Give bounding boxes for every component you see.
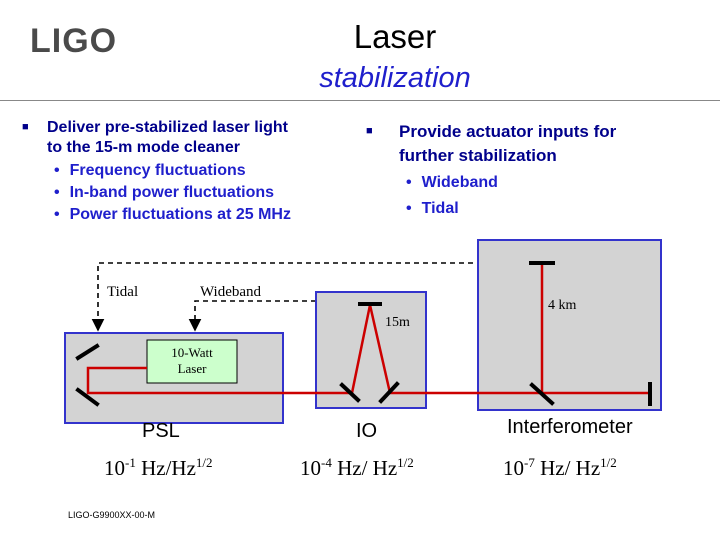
tidal-label: Tidal: [107, 284, 139, 300]
title-rule: [0, 100, 720, 101]
document-id: LIGO-G9900XX-00-M: [68, 510, 156, 520]
psl-label: PSL: [142, 420, 180, 442]
right-bullet: ■ Provide actuator inputs for further st…: [366, 120, 696, 222]
wideband-label: Wideband: [200, 284, 262, 300]
tidal-feedback-line: [91, 262, 479, 332]
left-bullet: ■ Deliver pre-stabilized laser light to …: [22, 118, 352, 226]
square-bullet-icon: ■: [22, 121, 29, 133]
io-label: IO: [356, 420, 378, 442]
mirror: [75, 261, 652, 407]
laser-label: 10-Watt Laser: [171, 345, 213, 376]
slide-title: Laser: [353, 18, 437, 55]
square-bullet-icon: ■: [366, 125, 373, 137]
interferometer-box: [477, 239, 662, 411]
right-subitem: •Tidal: [406, 200, 459, 217]
left-subitem: •In-band power fluctuations: [54, 184, 275, 201]
interferometer-label: Interferometer: [507, 416, 633, 438]
left-subitem: •Frequency fluctuations: [54, 162, 246, 179]
mode-cleaner-length-label: 15m: [385, 315, 410, 330]
interferometer-noise-level: 10-7 Hz/ Hz1/2: [503, 455, 617, 480]
ligo-logo: LIGO: [30, 22, 118, 60]
right-subitem: •Wideband: [406, 174, 498, 191]
right-bullet-line1: Provide actuator inputs for: [399, 122, 617, 141]
io-noise-level: 10-4 Hz/ Hz1/2: [300, 455, 414, 480]
right-bullet-line2: further stabilization: [399, 146, 557, 165]
left-bullet-line2: to the 15-m mode cleaner: [47, 139, 240, 156]
left-bullet-line1: Deliver pre-stabilized laser light: [47, 119, 288, 136]
slide-subtitle: stabilization: [319, 62, 471, 94]
left-subitem: •Power fluctuations at 25 MHz: [54, 206, 291, 223]
psl-noise-level: 10-1 Hz/Hz1/2: [104, 455, 213, 480]
beam-path: [86, 263, 648, 395]
laser-block: [146, 339, 238, 384]
arm-length-label: 4 km: [548, 298, 577, 313]
